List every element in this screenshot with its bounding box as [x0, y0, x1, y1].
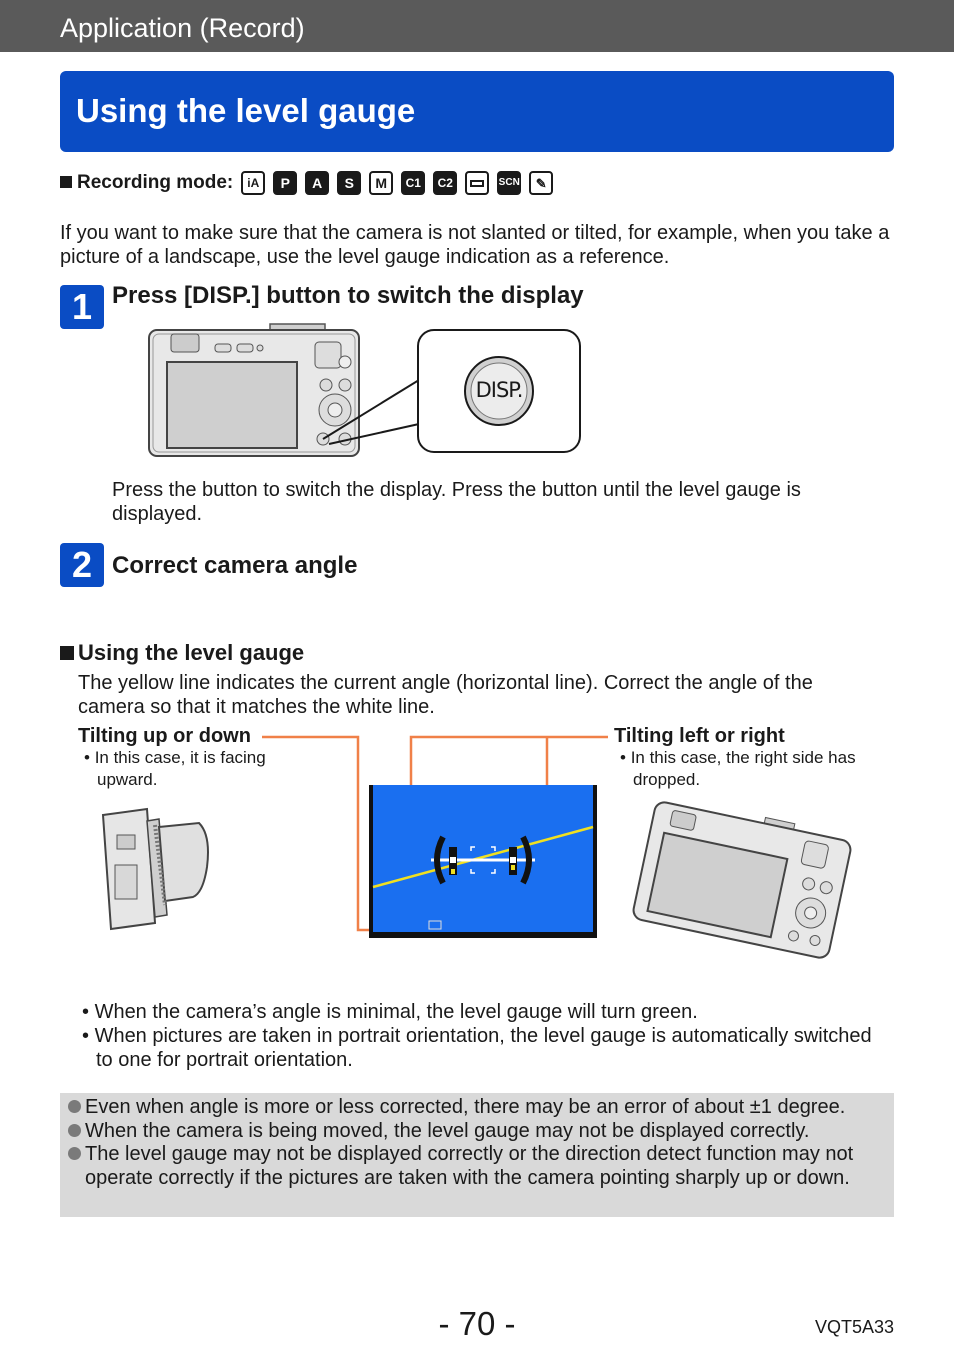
- header-bar: Application (Record): [0, 0, 954, 52]
- notes-box: Even when angle is more or less correcte…: [60, 1093, 894, 1217]
- bullet-dot-icon: [68, 1147, 81, 1160]
- mode-p-icon: P: [273, 171, 298, 195]
- level-gauge-description: The yellow line indicates the current an…: [78, 672, 813, 718]
- document-code: VQT5A33: [814, 1317, 894, 1337]
- bullet-dot-icon: [68, 1123, 81, 1137]
- recording-mode-label: Recording mode:: [60, 172, 233, 194]
- step-2-heading: Correct camera angle: [112, 552, 358, 579]
- mode-s-icon: S: [337, 171, 362, 195]
- page-title-box: Using the level gauge: [60, 71, 894, 152]
- camera-back-illustration: [148, 323, 581, 457]
- mode-m-icon: M: [369, 171, 394, 195]
- tilt-left-right-note: • In this case, the right side has dropp…: [620, 748, 856, 789]
- note-item: When the camera is being moved, the leve…: [68, 1120, 886, 1144]
- square-bullet-icon: [60, 646, 74, 660]
- mode-panorama-icon: [465, 171, 490, 195]
- step-1-number: 1: [60, 285, 104, 329]
- note-item: Even when angle is more or less correcte…: [68, 1096, 886, 1120]
- camera-tilted-illustration: [632, 801, 852, 959]
- tilt-up-down-note: • In this case, it is facing upward.: [84, 748, 266, 789]
- page-number: - 70 -: [438, 1305, 516, 1342]
- camera-side-illustration: [101, 807, 209, 931]
- mode-c1-icon: C1: [401, 171, 426, 195]
- mode-creative-control-icon: ✎: [529, 171, 554, 195]
- mode-scn-icon: SCN: [497, 171, 522, 195]
- step-1-description: Press the button to switch the display. …: [112, 479, 801, 525]
- mode-a-icon: A: [305, 171, 330, 195]
- mode-ia-icon: iA: [241, 171, 266, 195]
- level-gauge-heading: Using the level gauge: [60, 640, 304, 666]
- list-item: • When pictures are taken in portrait or…: [82, 1025, 872, 1071]
- tilt-up-down-label: Tilting up or down: [78, 725, 251, 747]
- step-1-heading: Press [DISP.] button to switch the displ…: [112, 282, 584, 309]
- recording-mode-row: Recording mode: iA P A S M C1 C2 SCN ✎: [60, 170, 561, 196]
- note-item: The level gauge may not be displayed cor…: [68, 1143, 886, 1190]
- page-title: Using the level gauge: [76, 92, 416, 129]
- disp-button-label: DISP.: [475, 378, 524, 402]
- section-title: Application (Record): [60, 13, 305, 43]
- list-item: • When the camera’s angle is minimal, th…: [82, 1001, 698, 1023]
- bullet-dot-icon: [68, 1100, 81, 1113]
- level-gauge-screen: [369, 785, 597, 938]
- intro-paragraph: If you want to make sure that the camera…: [60, 222, 890, 268]
- square-bullet-icon: [60, 176, 72, 188]
- step-2-number: 2: [60, 543, 104, 587]
- tilt-left-right-label: Tilting left or right: [614, 725, 785, 747]
- mode-c2-icon: C2: [433, 171, 458, 195]
- bullet-list: • When the camera’s angle is minimal, th…: [82, 1000, 882, 1072]
